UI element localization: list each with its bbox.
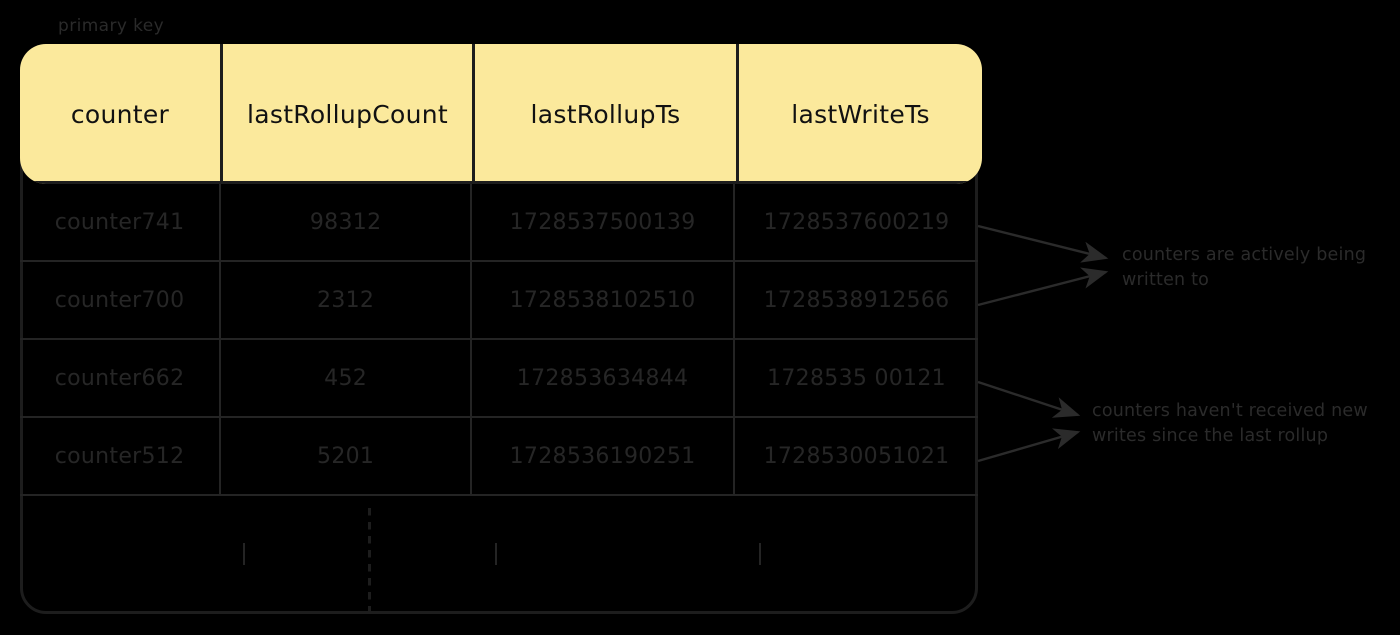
cell-lastRollupCount: 98312 <box>219 184 470 260</box>
column-header-lastRollupCount: lastRollupCount <box>220 44 472 184</box>
cell-value: 1728530051021 <box>763 443 950 469</box>
column-header-lastRollupTs: lastRollupTs <box>472 44 736 184</box>
column-separator-stub-1 <box>243 543 245 565</box>
vertical-ellipsis-icon <box>368 508 371 612</box>
cell-value: 1728537500139 <box>509 209 696 235</box>
column-header-lastWriteTs: lastWriteTs <box>736 44 982 184</box>
column-header-label: counter <box>70 99 170 129</box>
cell-lastWriteTs: 1728530051021 <box>733 418 978 494</box>
cell-lastWriteTs: 1728537600219 <box>733 184 978 260</box>
cell-value: counter700 <box>54 287 185 313</box>
primary-key-caption: primary key <box>58 16 165 36</box>
arrow-row2-to-active-note <box>977 267 1109 307</box>
cell-value: counter741 <box>54 209 185 235</box>
cell-lastRollupTs: 172853634844 <box>470 340 733 416</box>
cell-lastRollupCount: 2312 <box>219 262 470 338</box>
cell-lastWriteTs: 1728535 00121 <box>733 340 978 416</box>
cell-value: 172853634844 <box>516 365 689 391</box>
cell-value: 1728538912566 <box>763 287 950 313</box>
cell-value: counter512 <box>54 443 185 469</box>
column-header-counter: counter <box>20 44 220 184</box>
cell-lastRollupTs: 1728538102510 <box>470 262 733 338</box>
table-row: counter512 5201 1728536190251 1728530051… <box>20 418 978 496</box>
cell-lastRollupTs: 1728536190251 <box>470 418 733 494</box>
cell-counter: counter741 <box>20 184 219 260</box>
cell-value: 98312 <box>309 209 382 235</box>
arrow-row4-to-stale-note <box>977 428 1081 463</box>
cell-counter: counter700 <box>20 262 219 338</box>
cell-value: counter662 <box>54 365 185 391</box>
cell-value: 1728536190251 <box>509 443 696 469</box>
cell-value: 452 <box>324 365 368 391</box>
column-header-label: lastWriteTs <box>791 99 930 129</box>
cell-value: 1728535 00121 <box>767 365 946 391</box>
cell-value: 2312 <box>317 287 375 313</box>
table-row: counter741 98312 1728537500139 172853760… <box>20 184 978 262</box>
cell-counter: counter662 <box>20 340 219 416</box>
cell-lastRollupCount: 5201 <box>219 418 470 494</box>
cell-value: 5201 <box>317 443 375 469</box>
cell-lastWriteTs: 1728538912566 <box>733 262 978 338</box>
column-separator-stub-3 <box>759 543 761 565</box>
arrow-row1-to-active-note <box>977 224 1109 263</box>
cell-lastRollupCount: 452 <box>219 340 470 416</box>
table-body: counter741 98312 1728537500139 172853760… <box>20 184 978 496</box>
column-header-label: lastRollupCount <box>247 99 448 129</box>
annotation-active-writes: counters are actively being written to <box>1122 245 1367 290</box>
table-row: counter700 2312 1728538102510 1728538912… <box>20 262 978 340</box>
cell-value: 1728538102510 <box>509 287 696 313</box>
cell-lastRollupTs: 1728537500139 <box>470 184 733 260</box>
cell-value: 1728537600219 <box>763 209 950 235</box>
table-row: counter662 452 172853634844 1728535 0012… <box>20 340 978 418</box>
cell-counter: counter512 <box>20 418 219 494</box>
annotation-stale-counters: counters haven't received new writes sin… <box>1092 401 1368 446</box>
table-header-row: counter lastRollupCount lastRollupTs las… <box>20 44 982 184</box>
column-separator-stub-2 <box>495 543 497 565</box>
column-header-label: lastRollupTs <box>530 99 681 129</box>
arrow-row3-to-stale-note <box>977 380 1081 418</box>
